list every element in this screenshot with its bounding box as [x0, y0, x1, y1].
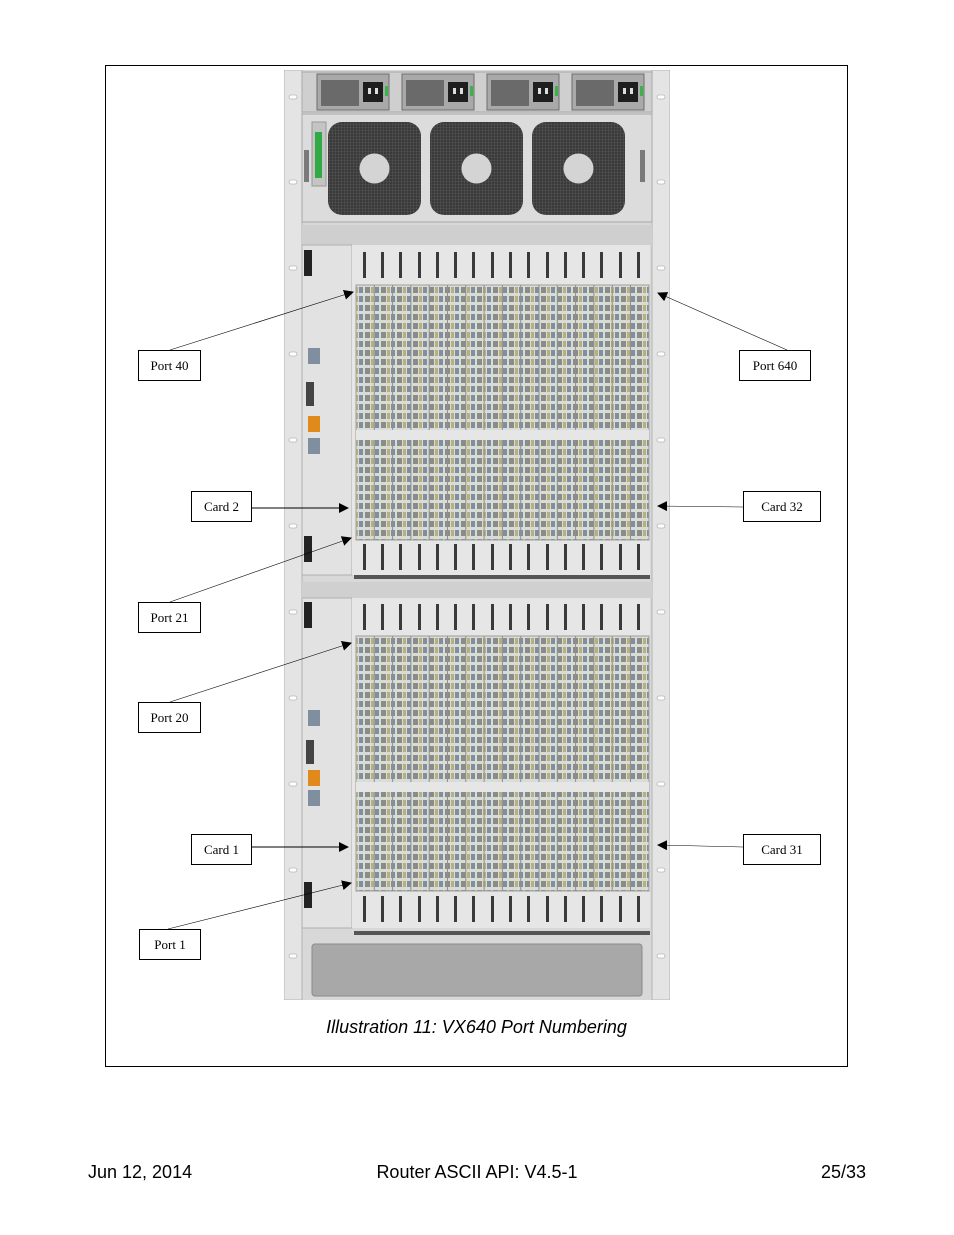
figure-caption: Illustration 11: VX640 Port Numbering	[326, 1017, 627, 1037]
callout-port-21: Port 21	[138, 602, 201, 633]
footer-page-number: 25/33	[820, 1162, 866, 1182]
callout-card-2: Card 2	[191, 491, 252, 522]
callout-port-1: Port 1	[139, 929, 201, 960]
callout-port-40: Port 40	[138, 350, 201, 381]
callout-card-1: Card 1	[191, 834, 252, 865]
footer-title: Router ASCII API: V4.5-1	[376, 1162, 578, 1182]
callout-card-31: Card 31	[743, 834, 821, 865]
footer-date: Jun 12, 2014	[88, 1162, 193, 1182]
callout-port-20: Port 20	[138, 702, 201, 733]
figure-frame	[105, 65, 848, 1067]
callout-card-32: Card 32	[743, 491, 821, 522]
callout-port-640: Port 640	[739, 350, 811, 381]
vx640-chassis-image	[284, 70, 670, 1000]
